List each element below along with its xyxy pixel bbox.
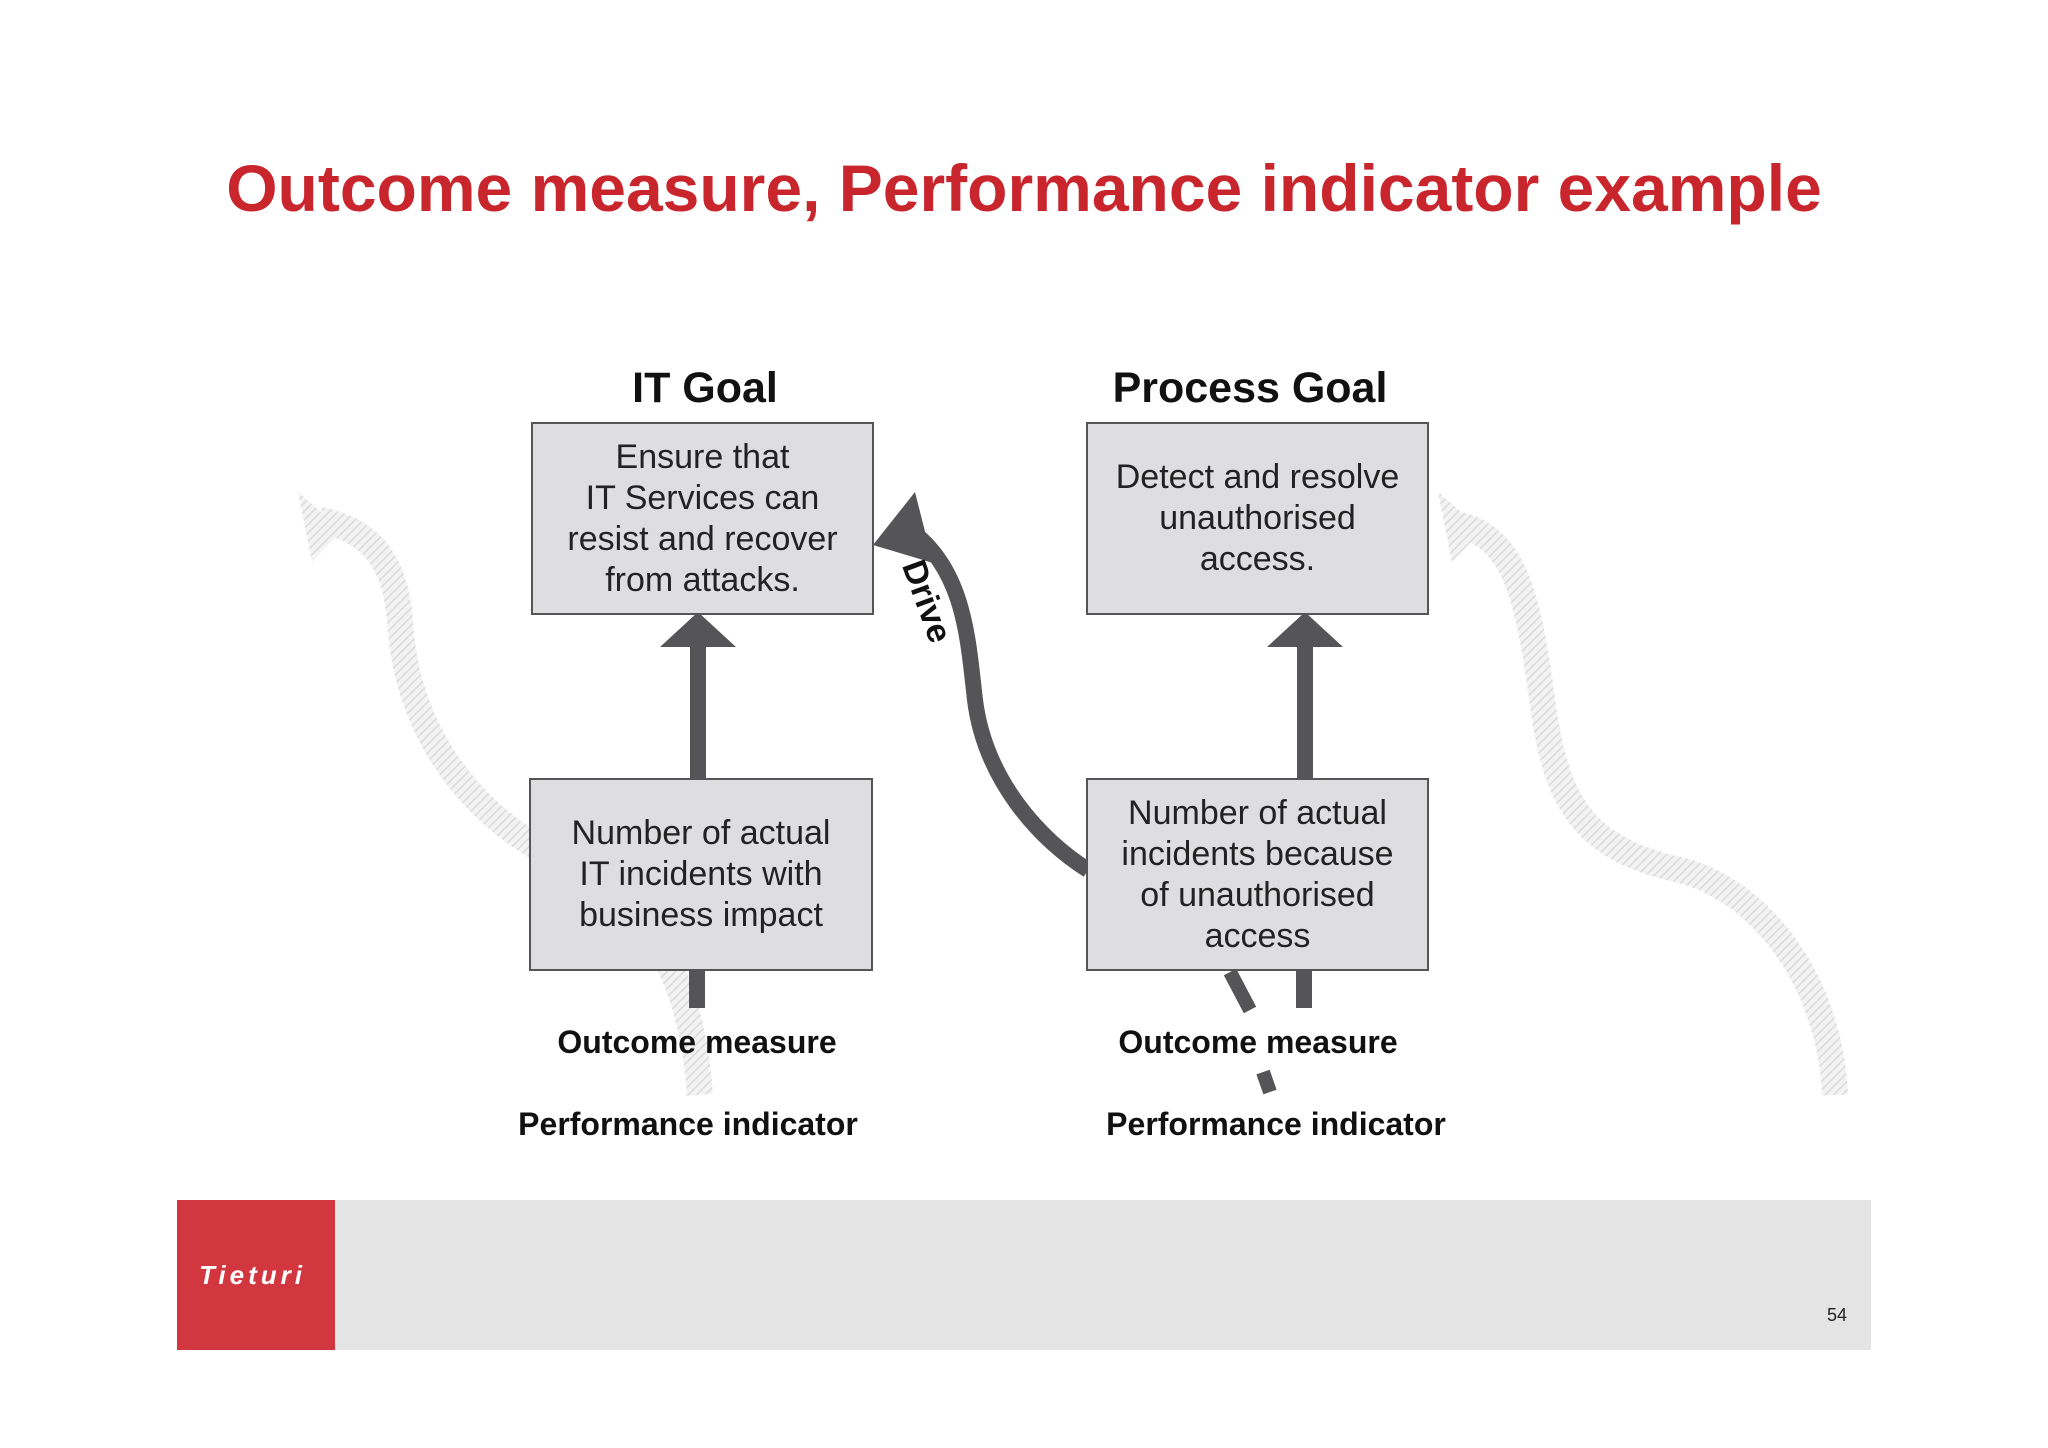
drive-arrow <box>873 492 1093 877</box>
process-outcome-measure-box: Number of actual incidents because of un… <box>1086 778 1429 971</box>
process-goal-heading: Process Goal <box>1112 364 1388 412</box>
arrow-left-up <box>660 612 736 1008</box>
slide-title: Outcome measure, Performance indicator e… <box>226 151 1822 225</box>
it-goal-box: Ensure that IT Services can resist and r… <box>531 422 874 615</box>
page-number: 54 <box>1826 1305 1847 1325</box>
it-goal-heading: IT Goal <box>632 364 778 412</box>
it-outcome-measure-box: Number of actual IT incidents with busin… <box>529 778 873 971</box>
arrow-right-up <box>1267 612 1343 1008</box>
process-outcome-measure-label: Outcome measure <box>1118 1024 1398 1060</box>
footer-bar: 54 <box>177 1200 1871 1350</box>
background-swoosh-right <box>1438 492 1848 1096</box>
it-outcome-measure-label: Outcome measure <box>557 1024 837 1060</box>
indicator-connector-right <box>1223 968 1277 1095</box>
tieturi-logo: Tieturi <box>177 1200 335 1350</box>
it-performance-indicator-label: Performance indicator <box>518 1106 858 1142</box>
process-goal-box: Detect and resolve unauthorised access. <box>1086 422 1429 615</box>
logo-text: Tieturi <box>199 1260 306 1290</box>
process-performance-indicator-label: Performance indicator <box>1106 1106 1446 1142</box>
